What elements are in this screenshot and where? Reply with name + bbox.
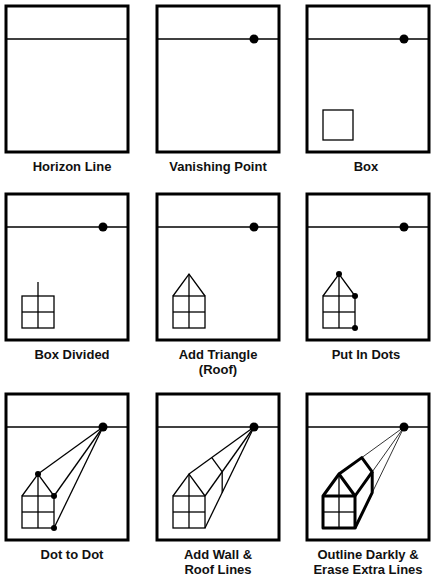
step-caption: Add Wall & Roof Lines (173, 547, 263, 577)
step-caption: Horizon Line (2, 159, 142, 174)
step-caption: Box (296, 159, 436, 174)
step-caption: Dot to Dot (2, 547, 142, 562)
step-caption: Outline Darkly & Erase Extra Lines (304, 547, 432, 577)
step-caption: Put In Dots (296, 347, 436, 362)
step-caption: Box Divided (2, 347, 142, 362)
step-caption: Vanishing Point (148, 159, 288, 174)
step-caption: Add Triangle (Roof) (173, 347, 263, 377)
